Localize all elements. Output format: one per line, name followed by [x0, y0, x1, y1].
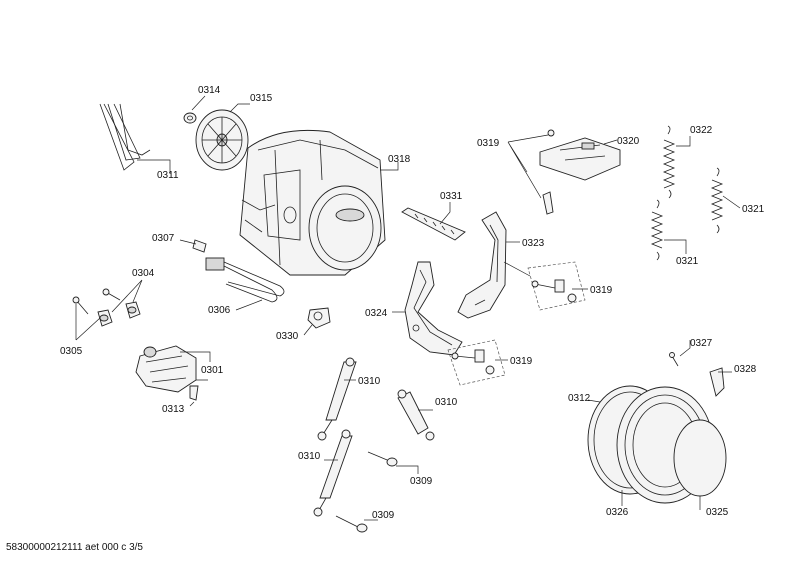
label-0305: 0305: [60, 346, 83, 357]
label-0307: 0307: [152, 233, 175, 244]
label-0312: 0312: [568, 393, 591, 404]
label-0321-lower: 0321: [676, 256, 699, 267]
label-0319-lower: 0319: [510, 356, 533, 367]
temperature-sensor: [179, 239, 207, 253]
label-0309-a: 0309: [410, 476, 433, 487]
label-0322: 0322: [690, 125, 713, 136]
label-0301: 0301: [201, 365, 224, 376]
label-0318: 0318: [388, 154, 411, 165]
tub-spring-lower: [650, 199, 687, 261]
drive-motor: [135, 345, 211, 393]
label-0324: 0324: [365, 308, 388, 319]
label-0311: 0311: [157, 170, 179, 181]
label-0319-upper: 0319: [477, 138, 500, 149]
shock-absorber-2: [397, 389, 435, 441]
label-0310-b: 0310: [435, 397, 458, 408]
tub-support-right: [457, 211, 520, 319]
tub-spring-upper: [662, 125, 691, 199]
pulley-nut: [183, 95, 206, 124]
fastener-set-upper: [507, 129, 555, 215]
label-0321-right: 0321: [742, 204, 765, 215]
drum-baffle: [401, 202, 466, 241]
label-0326: 0326: [606, 507, 629, 518]
label-0310-a: 0310: [358, 376, 381, 387]
label-0310-c: 0310: [298, 451, 321, 462]
label-0314: 0314: [198, 85, 221, 96]
label-0319-middle: 0319: [590, 285, 613, 296]
label-0331: 0331: [440, 191, 463, 202]
label-0320: 0320: [617, 136, 640, 147]
door-assembly: [587, 385, 727, 510]
label-0328: 0328: [734, 364, 757, 375]
label-0327: 0327: [690, 338, 713, 349]
bolt-lower: [335, 515, 378, 533]
label-0323: 0323: [522, 238, 545, 249]
door-hinge-screw: [669, 340, 691, 367]
document-footer: 58300000212111 aet 000 c 3/5: [6, 542, 143, 553]
tub-support-left: [392, 261, 463, 356]
label-0309-b: 0309: [372, 510, 395, 521]
label-0304: 0304: [132, 268, 155, 279]
motor-clip: [189, 379, 208, 407]
feet-and-screws: [72, 279, 143, 341]
label-0325: 0325: [706, 507, 729, 518]
drum-pulley: [195, 103, 250, 171]
shock-absorber-1: [317, 357, 357, 441]
tub-spring-right: [710, 167, 741, 234]
washer-tub: [239, 129, 399, 276]
label-0315: 0315: [250, 93, 273, 104]
label-0330: 0330: [276, 331, 299, 342]
pressure-chamber: [303, 307, 331, 336]
label-0306: 0306: [208, 305, 231, 316]
door-hinge: [709, 367, 732, 397]
label-0313: 0313: [162, 404, 185, 415]
detergent-housing: [539, 137, 621, 181]
shock-absorber-3: [313, 429, 353, 517]
bolt-upper: [367, 451, 419, 474]
drive-belt: [99, 103, 171, 174]
fastener-set-lower: [447, 339, 508, 386]
heating-element: [205, 257, 285, 311]
fastener-set-middle: [503, 261, 588, 311]
